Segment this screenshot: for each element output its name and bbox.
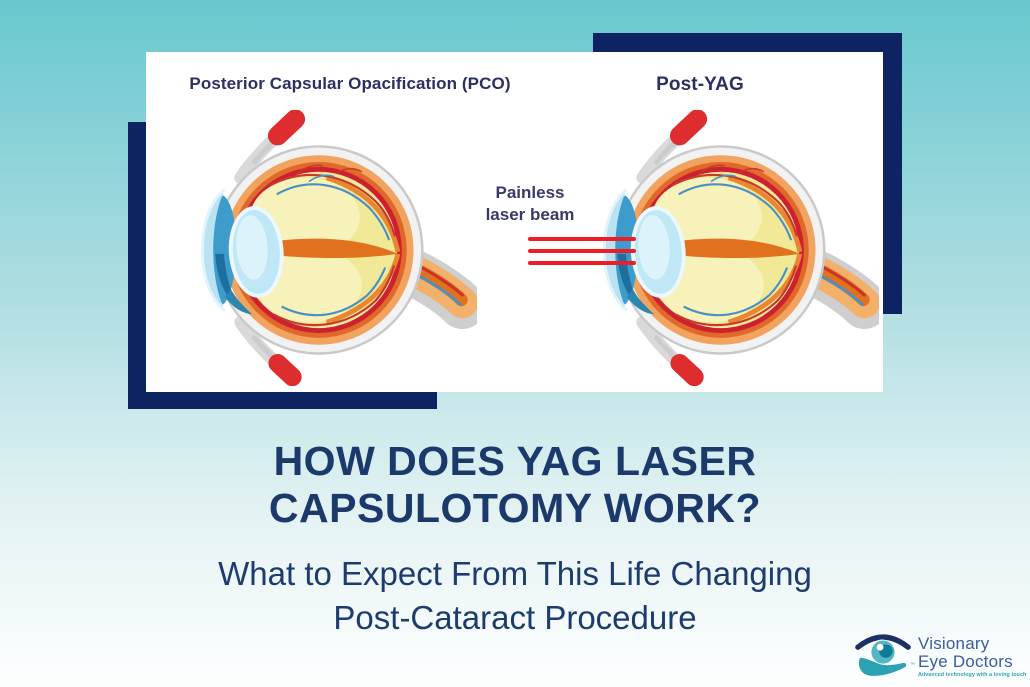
laser-beam-label-line2: laser beam <box>485 205 575 224</box>
laser-beam-label: Painless laser beam <box>460 182 600 226</box>
post-yag-diagram-label: Post-YAG <box>656 74 744 95</box>
logo-name-line1: Visionary <box>918 634 990 653</box>
page-title-line2: CAPSULOTOMY WORK? <box>268 485 762 531</box>
logo-name-line2: Eye Doctors <box>918 651 1013 671</box>
trademark-symbol: ™ <box>910 662 915 668</box>
page-subtitle-line1: What to Expect From This Life Changing <box>218 555 812 592</box>
diagram-card: Posterior Capsular Opacification (PCO) P… <box>146 52 883 392</box>
visionary-eye-logo-icon: ™ <box>854 630 915 678</box>
laser-beam-label-line1: Painless <box>495 183 565 202</box>
visionary-eye-doctors-logo: ™ Visionary Eye Doctors Advanced technol… <box>854 630 1026 678</box>
page-subtitle: What to Expect From This Life Changing P… <box>0 552 1030 640</box>
logo-tagline: Advanced technology with a loving touch <box>918 672 1027 678</box>
post-yag-eye-illustration <box>584 110 879 386</box>
page-title-line1: HOW DOES YAG LASER <box>273 438 757 484</box>
page-subtitle-line2: Post-Cataract Procedure <box>333 599 697 636</box>
eye-cross-section-icon <box>584 110 879 386</box>
pco-diagram-label: Posterior Capsular Opacification (PCO) <box>189 74 511 93</box>
page-title: HOW DOES YAG LASER CAPSULOTOMY WORK? <box>0 438 1030 532</box>
logo-wordmark: Visionary Eye Doctors Advanced technolog… <box>918 630 1026 678</box>
pco-eye-illustration <box>182 110 477 386</box>
eye-cross-section-icon <box>182 110 477 386</box>
